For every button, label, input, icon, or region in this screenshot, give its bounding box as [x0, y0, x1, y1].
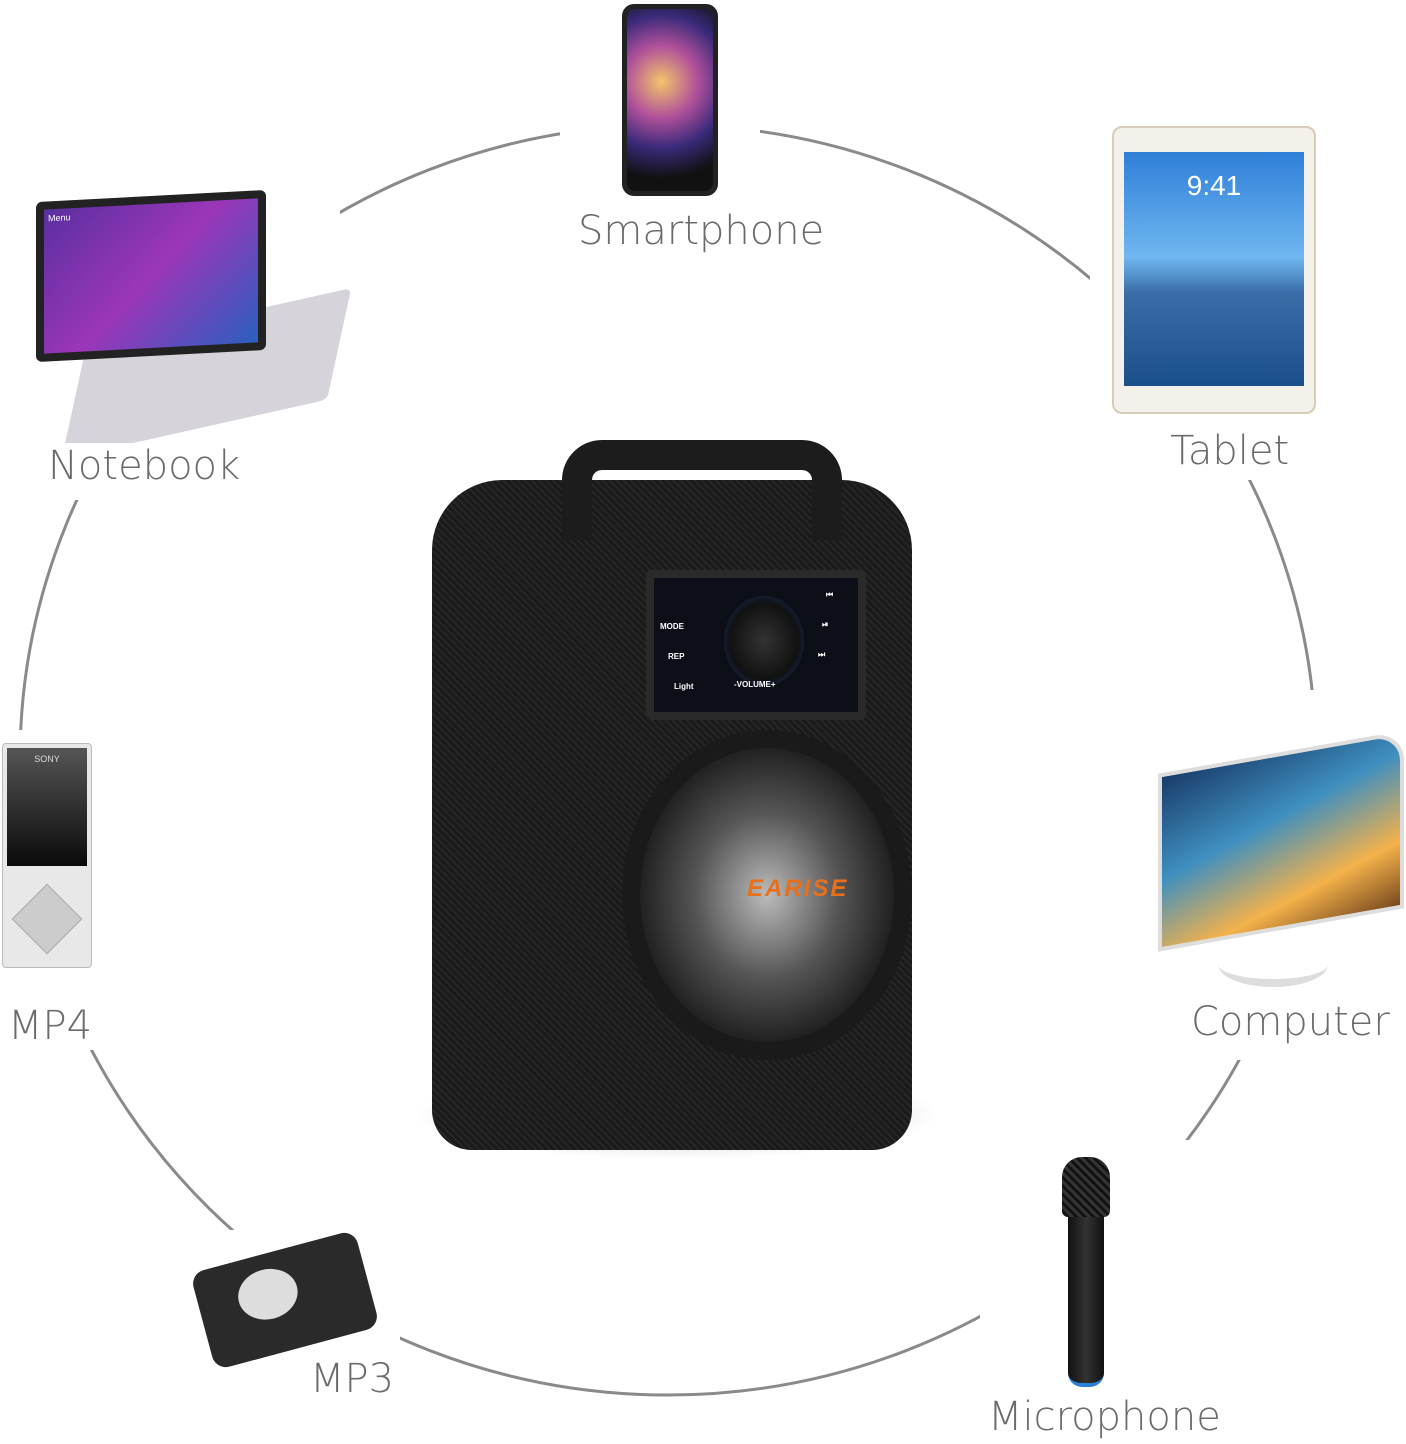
rep-label: REP	[668, 652, 685, 661]
mp4-brand: SONY	[7, 748, 87, 866]
computer-monitor-image	[1158, 702, 1406, 992]
next-icon: ⏭	[818, 650, 826, 659]
previous-icon: ⏮	[826, 590, 834, 599]
mp4-label: MP4	[2, 1003, 99, 1049]
mp4-player-image: SONY	[2, 743, 92, 968]
speaker-handle	[562, 440, 842, 540]
tablet-label: Tablet	[1164, 428, 1296, 474]
brand-logo: EARISE	[747, 875, 849, 902]
light-label: Light	[674, 682, 694, 691]
speaker-control-panel: MODE REP Light -VOLUME+ ⏮ ⏯ ⏭	[646, 570, 866, 720]
computer-label: Computer	[1185, 999, 1396, 1045]
smartphone-image	[622, 4, 718, 196]
microphone-label: Microphone	[982, 1394, 1227, 1440]
volume-label: -VOLUME+	[734, 680, 776, 689]
mp3-label: MP3	[304, 1356, 401, 1402]
notebook-label: Notebook	[42, 443, 247, 489]
tablet-image: 9:41	[1112, 126, 1316, 414]
smartphone-label: Smartphone	[572, 208, 831, 254]
tablet-clock: 9:41	[1124, 152, 1304, 386]
volume-knob	[724, 596, 804, 686]
play-pause-icon: ⏯	[822, 620, 829, 629]
notebook-image: Menu	[34, 189, 352, 459]
bluetooth-speaker-image: MODE REP Light -VOLUME+ ⏮ ⏯ ⏭ EARISE	[412, 440, 942, 1160]
mode-label: MODE	[660, 622, 684, 631]
microphone-image	[1062, 1157, 1110, 1389]
notebook-menu-title: Menu	[44, 198, 258, 354]
